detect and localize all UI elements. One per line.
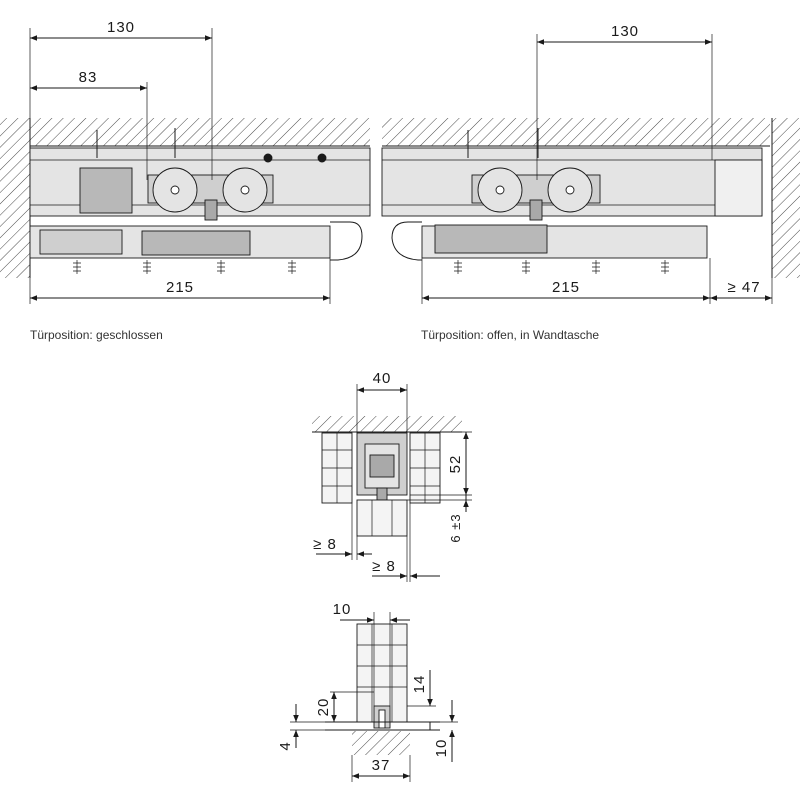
dim-guide-37: 37 (372, 757, 391, 774)
roller-left-closed (152, 167, 198, 213)
dim-section-ge8-left: ≥ 8 (313, 536, 337, 553)
screws-closed (73, 260, 296, 274)
damper-unit (79, 167, 133, 214)
caption-closed: Türposition: geschlossen (30, 328, 163, 342)
roller-left-open (477, 167, 523, 213)
roller-right-open (547, 167, 593, 213)
dim-section-40: 40 (373, 370, 392, 387)
wall-hatch-right (772, 118, 800, 278)
caption-open: Türposition: offen, in Wandtasche (421, 328, 600, 342)
wall-hatch-left (0, 118, 30, 278)
dim-closed-215: 215 (166, 279, 194, 296)
ceiling-hatch (30, 118, 370, 146)
lock-unit (39, 229, 123, 255)
closed-position-view: 130 83 215 (0, 19, 371, 304)
open-position-view: 130 215 ≥ 47 (381, 23, 800, 304)
dim-closed-83: 83 (79, 69, 98, 86)
dim-guide-20: 20 (315, 698, 332, 717)
ceiling-hatch-open (382, 118, 770, 146)
damper-activator-open (434, 224, 548, 254)
dim-closed-130: 130 (107, 19, 135, 36)
section-ceiling-hatch (312, 416, 462, 432)
dim-guide-10-top: 10 (333, 601, 352, 618)
dim-guide-4: 4 (277, 741, 294, 750)
damper-activator (141, 230, 251, 256)
dim-guide-14: 14 (411, 675, 428, 694)
roller-right-closed (222, 167, 268, 213)
dim-open-215: 215 (552, 279, 580, 296)
dim-open-130: 130 (611, 23, 639, 40)
dim-open-ge47: ≥ 47 (727, 279, 760, 296)
floor-guide-view: 10 14 20 4 10 37 (277, 601, 458, 782)
dim-section-52: 52 (447, 455, 464, 474)
floor-hatch (352, 731, 410, 755)
screws-open (454, 260, 669, 274)
section-door (356, 499, 408, 537)
cross-section-view: 40 52 6 ±3 ≥ 8 ≥ 8 (312, 370, 472, 582)
dim-section-6pm3: 6 ±3 (448, 513, 463, 542)
dim-guide-10-right: 10 (433, 739, 450, 758)
dim-section-ge8-right: ≥ 8 (372, 558, 396, 575)
